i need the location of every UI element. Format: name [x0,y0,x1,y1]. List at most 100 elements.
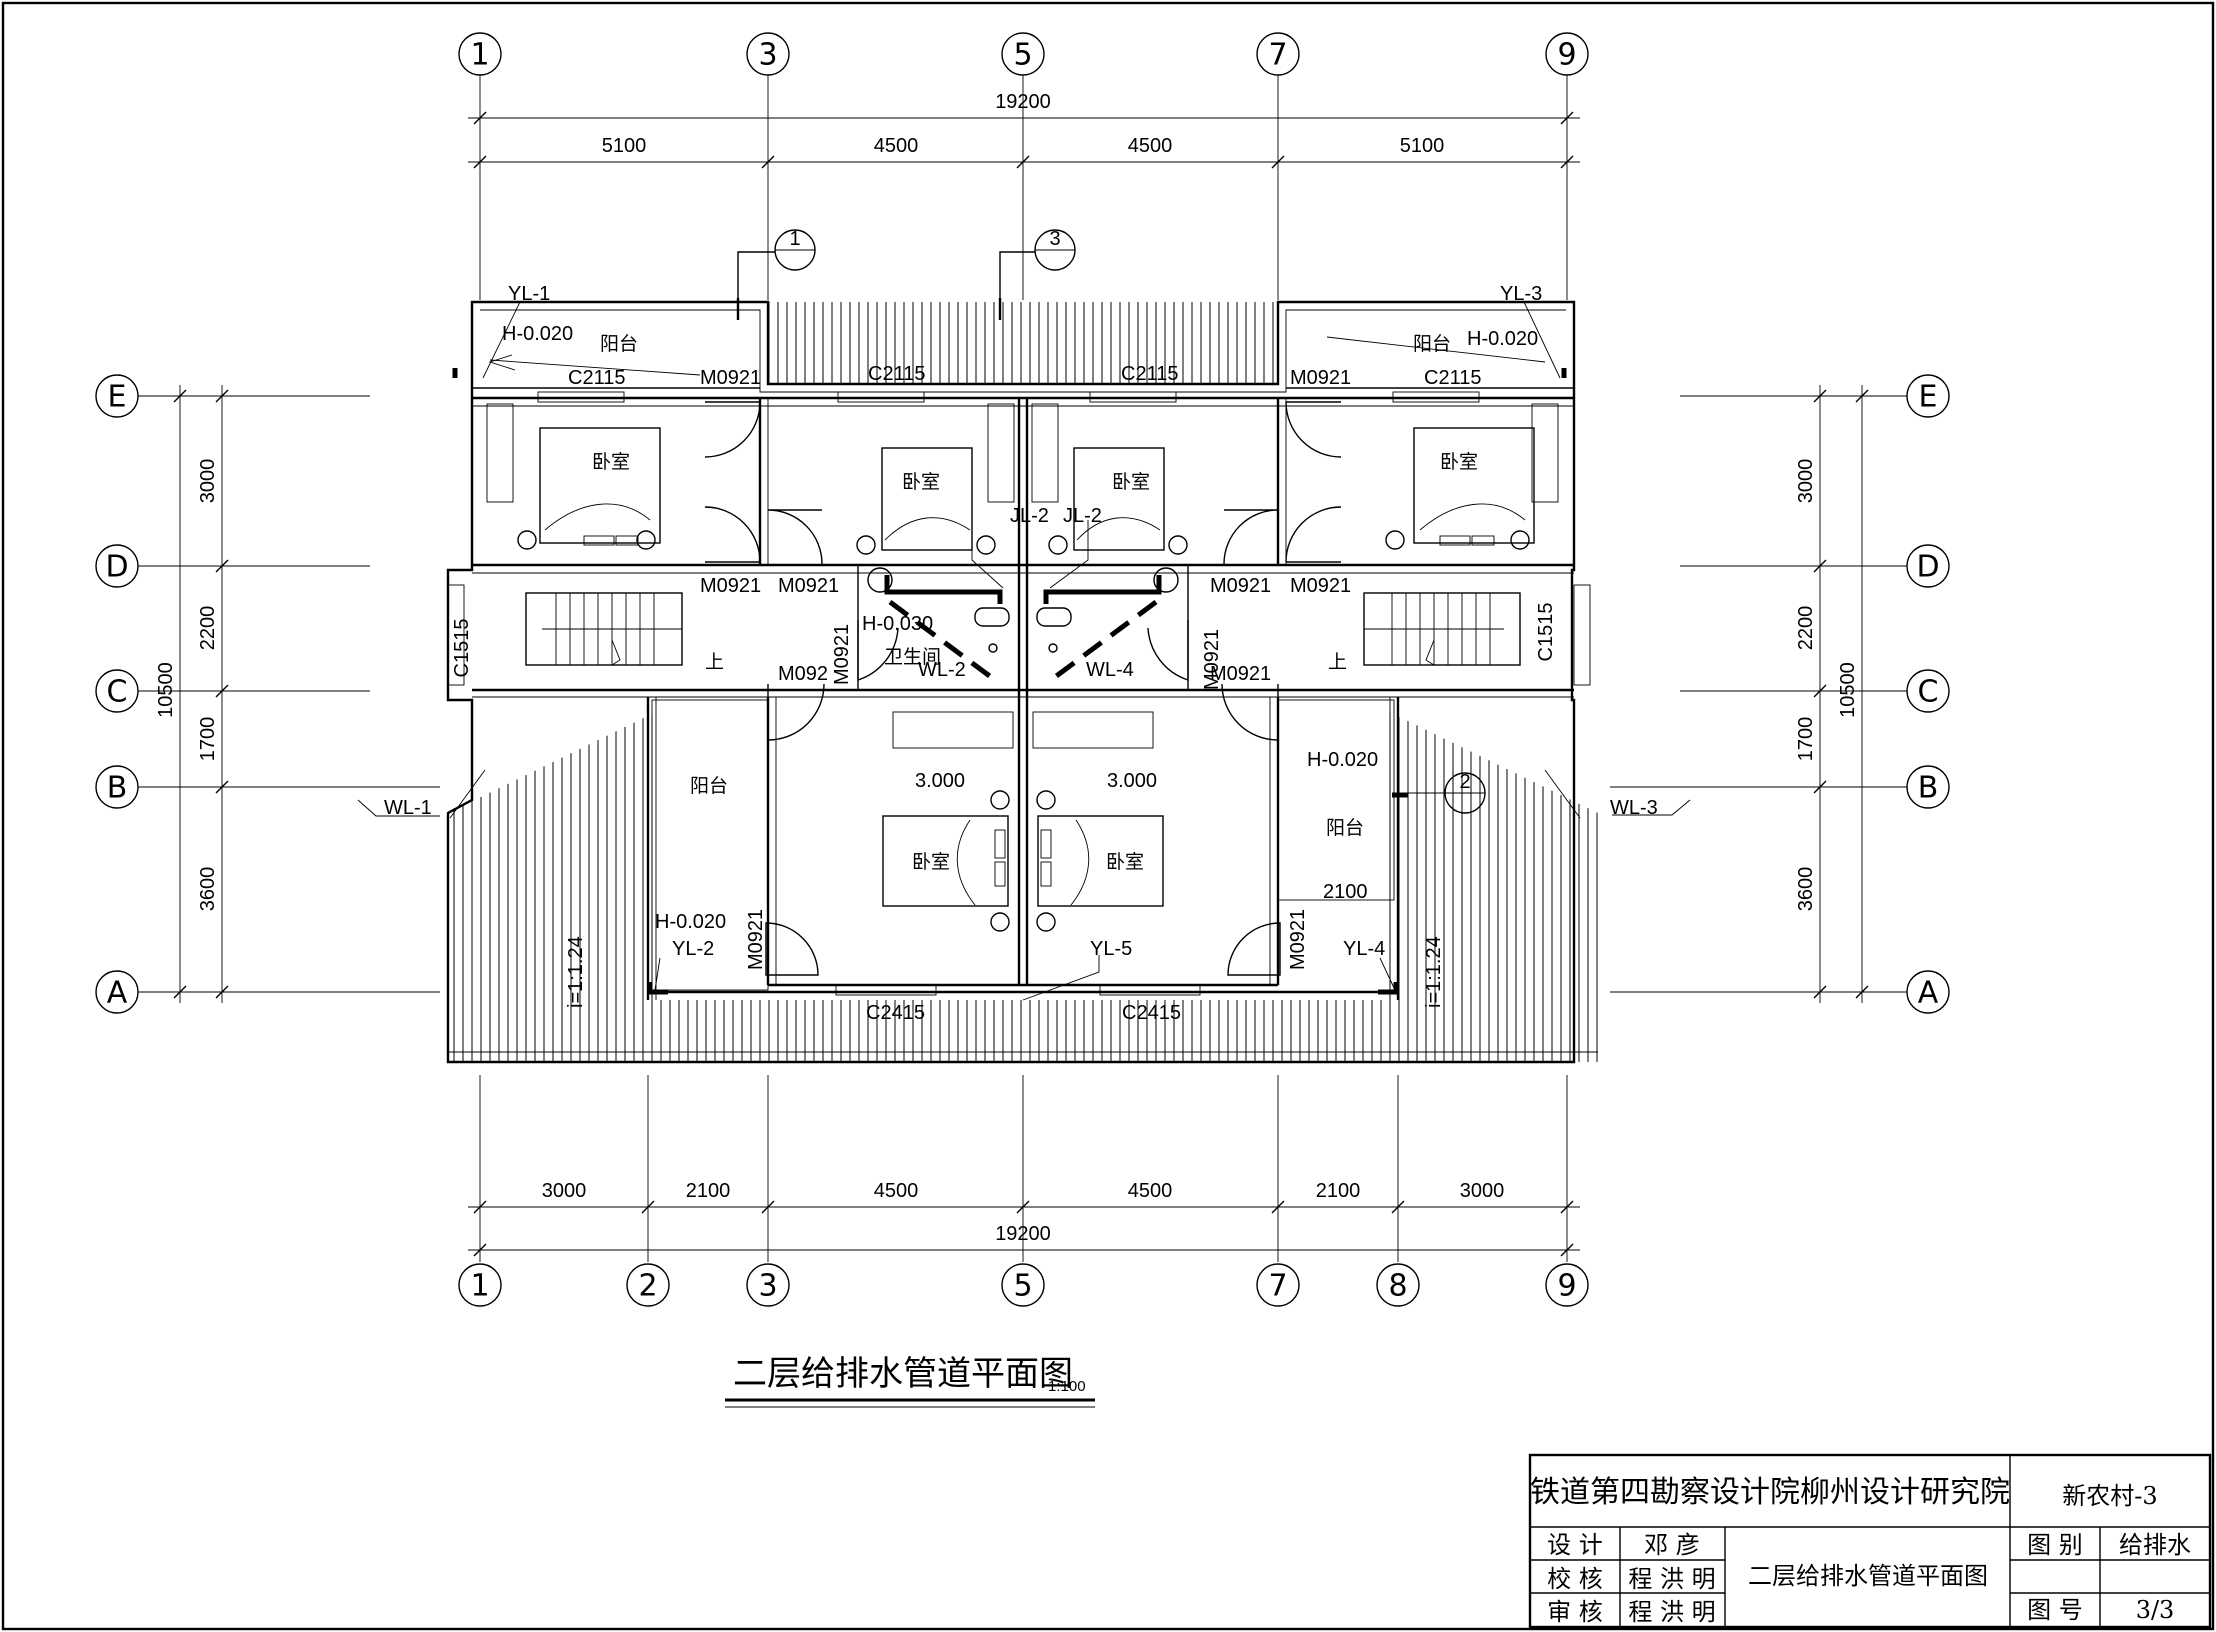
svg-text:M0921: M0921 [700,367,761,389]
svg-text:审 核: 审 核 [1547,1598,1603,1626]
svg-text:3600: 3600 [197,867,219,912]
svg-text:3.000: 3.000 [915,770,965,792]
sheet-title: 二层给排水管道平面图 [1748,1562,1988,1590]
pipes [449,368,1581,995]
supply-pipe-left [884,575,1003,604]
project-name: 新农村-3 [2062,1482,2157,1510]
wardrobe [1032,711,1154,749]
svg-text:1: 1 [789,228,800,250]
svg-text:3000: 3000 [542,1180,587,1202]
label-balcony: 阳台 [1413,333,1451,355]
axis-label: 1 [470,38,489,73]
bottom-axis-bubbles: 1 2 3 5 7 8 9 [458,1263,1589,1307]
svg-text:C2115: C2115 [1424,367,1481,389]
svg-text:YL-4: YL-4 [1343,938,1385,960]
svg-text:程 洪 明: 程 洪 明 [1628,1565,1715,1593]
bed-upper-mid-left [856,447,996,555]
svg-text:D: D [1916,550,1939,585]
svg-text:C: C [107,675,128,710]
svg-text:2100: 2100 [1323,881,1368,903]
bottom-axis-lines: 3000 2100 4500 4500 2100 3000 19200 [468,1075,1580,1262]
dim-segment: 5100 [602,135,647,157]
label-yl3: YL-3 [1500,283,1542,305]
svg-text:2100: 2100 [686,1180,731,1202]
svg-text:4500: 4500 [1128,1180,1173,1202]
title-scale: 1:100 [1048,1378,1086,1395]
balcony-lower-right [1277,699,1395,901]
svg-text:i=1:1.24: i=1:1.24 [565,936,587,1008]
bathroom-fixtures [867,567,1179,653]
top-axis-bubbles: 1 3 5 7 9 [458,32,1589,76]
wardrobe [892,711,1014,749]
axis-label: 5 [1013,38,1032,73]
svg-text:10500: 10500 [1837,662,1859,718]
svg-text:M0921: M0921 [745,909,767,970]
svg-text:上: 上 [1328,651,1347,673]
svg-text:D: D [105,550,128,585]
svg-text:3: 3 [758,1269,777,1304]
svg-text:B: B [1918,771,1939,806]
section-marker-2: 2 [1400,771,1486,814]
svg-text:WL-2: WL-2 [918,659,966,681]
plan-labels: YL-1 YL-3 H-0.020 H-0.020 阳台 阳台 C2115 C2… [384,283,1658,1024]
balcony-lower-left [651,699,769,991]
svg-text:M0921: M0921 [778,575,839,597]
bed-upper-left [517,427,661,550]
drawing-title: 二层给排水管道平面图 1:100 [725,1354,1095,1408]
svg-text:1: 1 [470,1269,489,1304]
svg-text:WL-4: WL-4 [1086,659,1134,681]
label-h: H-0.020 [1467,328,1538,350]
right-axis-bubbles: E D C B A [1906,374,1950,1014]
svg-text:M0921: M0921 [1201,629,1223,690]
svg-text:JL-2: JL-2 [1063,505,1102,527]
svg-text:H-0.020: H-0.020 [655,911,726,933]
roof-hatch-top [768,302,1278,384]
svg-text:1700: 1700 [197,717,219,762]
svg-text:2: 2 [1459,771,1470,793]
left-axis-bubbles: E D C B A [95,374,139,1014]
axis-label: 9 [1557,38,1576,73]
svg-text:3/3: 3/3 [2136,1596,2175,1624]
svg-text:19200: 19200 [995,1223,1051,1245]
bed-upper-mid-right [1048,447,1188,555]
svg-text:4500: 4500 [874,1180,919,1202]
svg-text:5: 5 [1013,1269,1032,1304]
svg-text:M0921: M0921 [700,575,761,597]
svg-text:2200: 2200 [197,606,219,651]
left-dimension-texts: 10500 3000 2200 1700 3600 [155,459,219,912]
top-dimension-lines: 19200 5100 4500 4500 5100 [468,91,1580,169]
title-text: 二层给排水管道平面图 [733,1354,1073,1394]
svg-text:E: E [1919,380,1938,415]
dim-segment: 4500 [1128,135,1173,157]
svg-text:M0921: M0921 [831,624,853,685]
svg-text:校 核: 校 核 [1547,1565,1603,1593]
supply-pipe-right [1043,575,1162,604]
svg-text:C1515: C1515 [1535,603,1557,662]
axis-label: 3 [758,38,777,73]
roof-hatch-bottom [448,710,1598,1062]
svg-text:M0921: M0921 [1210,575,1271,597]
wardrobe [1031,403,1059,503]
wardrobe [1531,403,1559,503]
svg-text:程 洪 明: 程 洪 明 [1628,1598,1715,1626]
svg-text:阳台: 阳台 [1326,817,1364,839]
svg-text:上: 上 [705,651,724,673]
svg-text:C1515: C1515 [451,619,473,678]
leaders [357,301,1691,1001]
label-h: H-0.020 [502,323,573,345]
svg-text:JL-2: JL-2 [1010,505,1049,527]
institute-name: 铁道第四勘察设计院柳州设计研究院 [1530,1475,2010,1510]
svg-text:B: B [107,771,128,806]
right-dimension-texts: 10500 3000 2200 1700 3600 [1795,459,1859,912]
dim-segment: 4500 [874,135,919,157]
svg-text:C2415: C2415 [1122,1002,1181,1024]
windows [447,391,1591,996]
svg-text:YL-2: YL-2 [672,938,714,960]
svg-text:3000: 3000 [1460,1180,1505,1202]
dim-total-top: 19200 [995,91,1051,113]
svg-text:卧室: 卧室 [592,451,630,473]
svg-text:1700: 1700 [1795,717,1817,762]
svg-text:C: C [1918,675,1939,710]
